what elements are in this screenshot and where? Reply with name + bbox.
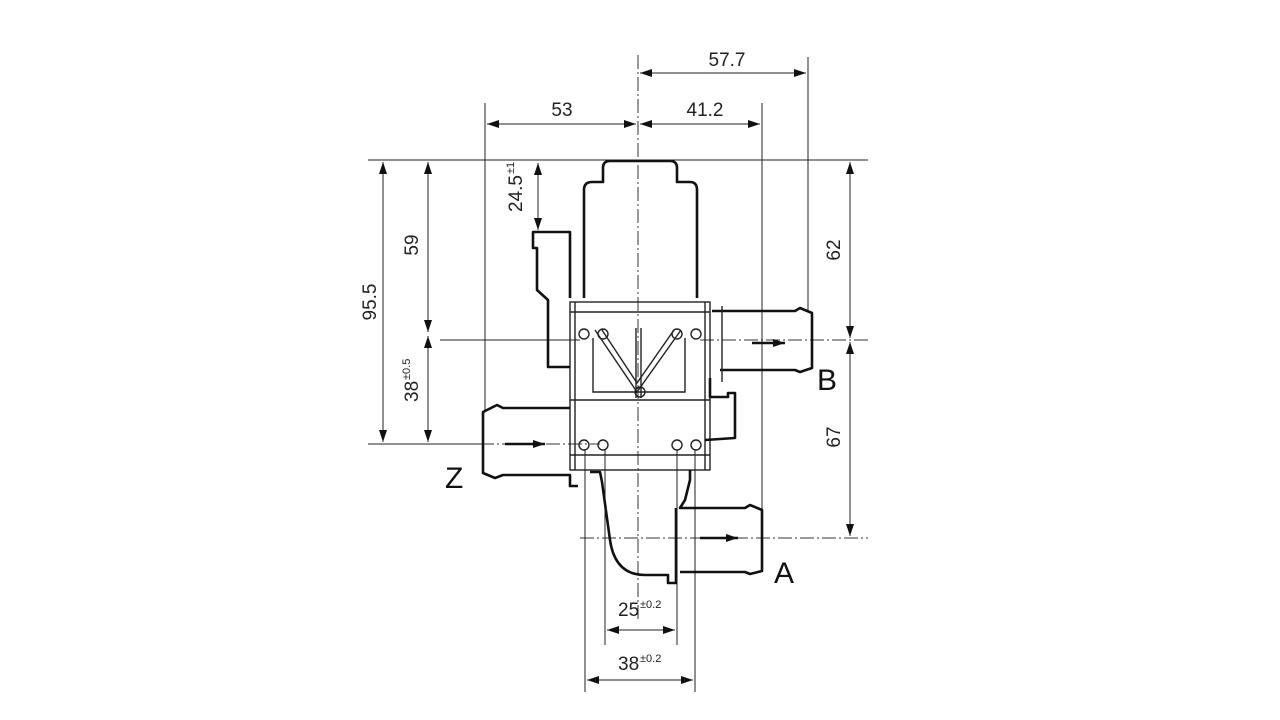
dim-38-vertical-tolerance: ±0.5 — [401, 359, 413, 380]
motor-housing — [582, 159, 699, 298]
dim-38-horizontal: 38 — [618, 654, 639, 675]
dim-25-tolerance: ±0.2 — [640, 599, 661, 611]
pipe-b — [712, 306, 814, 374]
bolt-holes — [578, 328, 702, 451]
dim-24-5-tolerance: ±1 — [505, 162, 517, 174]
dim-53: 53 — [551, 100, 572, 121]
pipe-a — [590, 470, 678, 585]
pipe-z — [481, 403, 578, 488]
dim-57-7: 57.7 — [709, 50, 746, 71]
port-label-a: A — [774, 557, 794, 590]
valve-linkage — [592, 329, 686, 394]
dim-41-2: 41.2 — [687, 100, 724, 121]
dimension-arrows — [379, 69, 854, 684]
port-label-z: Z — [445, 462, 463, 495]
dim-67: 67 — [824, 426, 845, 447]
dim-38-vertical: 38 — [402, 381, 423, 402]
dim-59: 59 — [402, 234, 423, 255]
dim-62: 62 — [824, 239, 845, 260]
port-label-b: B — [817, 364, 837, 397]
connector-housing — [531, 230, 572, 308]
dim-38-horizontal-tolerance: ±0.2 — [640, 653, 661, 665]
valve-body — [481, 159, 814, 585]
reference-lines — [368, 55, 868, 692]
dim-25: 25 — [618, 600, 639, 621]
dim-24-5: 24.5 — [506, 175, 527, 212]
dim-95-5: 95.5 — [360, 284, 381, 321]
